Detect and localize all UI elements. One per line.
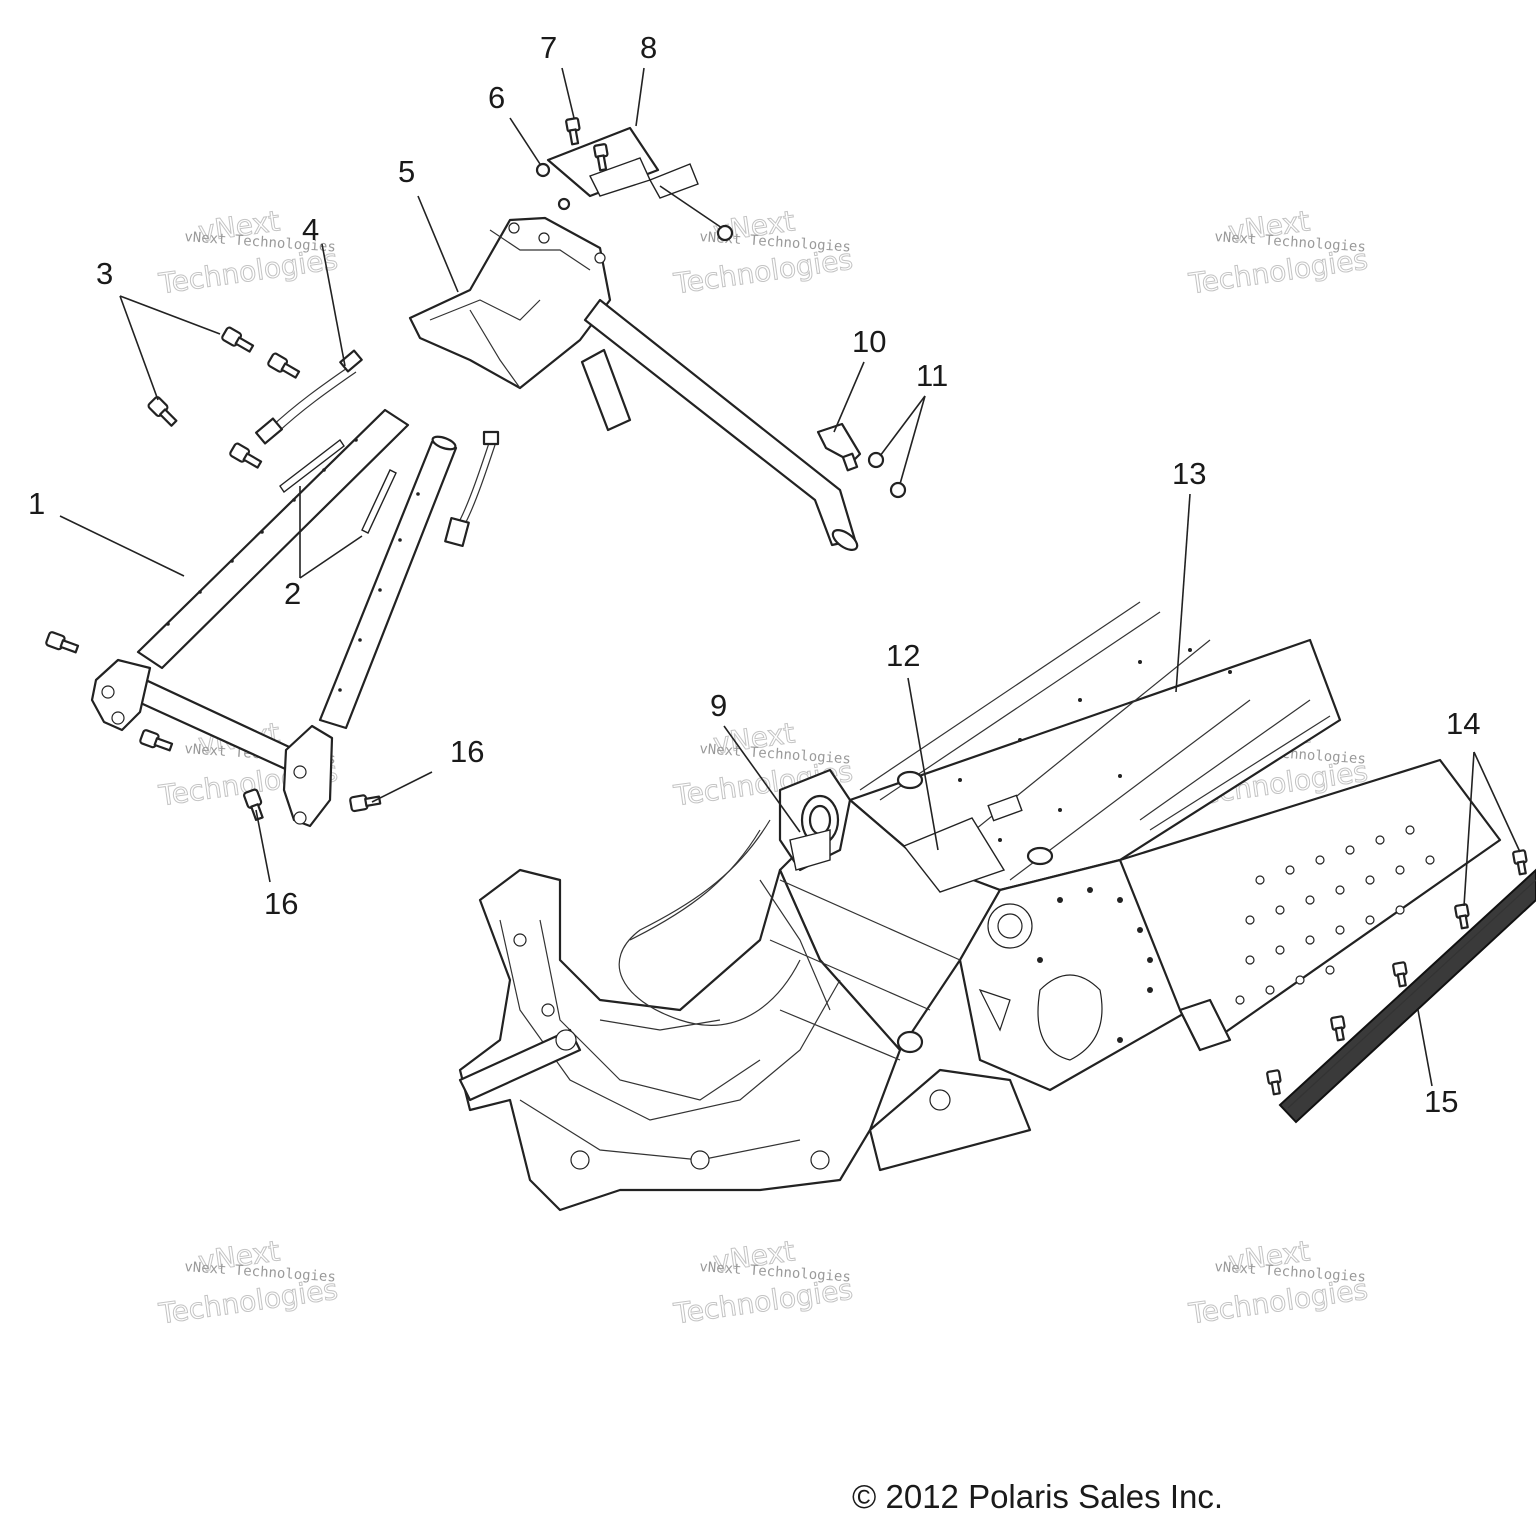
part-rail	[1266, 849, 1536, 1124]
callout-13: 13	[1172, 456, 1206, 491]
callout-14: 14	[1446, 706, 1480, 741]
strip-a	[279, 438, 345, 494]
part-clip	[816, 422, 907, 499]
part-steering-post	[408, 216, 859, 551]
watermark: vNext vNext Technologies Technologies	[1186, 1234, 1371, 1331]
part-bolts-16	[243, 788, 382, 821]
callout-5: 5	[398, 154, 415, 189]
part-bolts-3	[45, 326, 301, 752]
callout-16a: 16	[450, 734, 484, 769]
part-front-upright	[318, 435, 458, 730]
watermark: vNext vNext Technologies Technologies	[671, 204, 856, 301]
bracket-pad	[649, 163, 699, 199]
callout-labels: 1 2 3 4 5 6 7 8 9 10 11 12 13 14 15 16 1…	[28, 30, 1480, 1119]
callout-6: 6	[488, 80, 505, 115]
frame-bracket-right	[282, 724, 334, 828]
callout-7: 7	[540, 30, 557, 65]
part-top-bracket	[535, 117, 734, 242]
watermark: vNext vNext Technologies Technologies	[1186, 204, 1371, 301]
frame-tube-diagonal	[136, 408, 410, 670]
frame-bracket-left	[90, 658, 152, 732]
callout-1: 1	[28, 486, 45, 521]
callout-15: 15	[1424, 1084, 1458, 1119]
rail-strip	[1278, 868, 1536, 1124]
callout-8: 8	[640, 30, 657, 65]
watermark-technologies: Technologies	[156, 243, 340, 301]
leader-lines	[59, 67, 1521, 1087]
callout-9: 9	[710, 688, 727, 723]
part-harness	[254, 349, 500, 548]
steering-post-body	[408, 216, 612, 390]
callout-2: 2	[284, 576, 301, 611]
callout-16b: 16	[264, 886, 298, 921]
copyright-notice: © 2012 Polaris Sales Inc.	[852, 1478, 1224, 1515]
decal-plate	[902, 817, 1006, 893]
part-front-frame	[90, 408, 410, 828]
watermark-technologies: Technologies	[156, 1273, 340, 1331]
callout-4: 4	[302, 212, 319, 247]
part-chassis	[458, 601, 1502, 1212]
watermark-technologies: Technologies	[671, 243, 855, 301]
watermark-technologies: Technologies	[671, 1273, 855, 1331]
strip-b	[361, 469, 397, 534]
watermark-technologies: Technologies	[1186, 243, 1370, 301]
callout-3: 3	[96, 256, 113, 291]
clip-body	[816, 422, 862, 464]
running-board	[1118, 758, 1502, 1052]
callout-11: 11	[916, 358, 948, 393]
bulkhead	[458, 868, 902, 1212]
rear-mount	[868, 1068, 1032, 1172]
watermark-technologies: Technologies	[1186, 1273, 1370, 1331]
watermark: vNext vNext Technologies Technologies	[156, 1234, 341, 1331]
callout-12: 12	[886, 638, 920, 673]
part-strips	[279, 438, 397, 534]
callout-10: 10	[852, 324, 886, 359]
watermark: vNext vNext Technologies Technologies	[671, 1234, 856, 1331]
